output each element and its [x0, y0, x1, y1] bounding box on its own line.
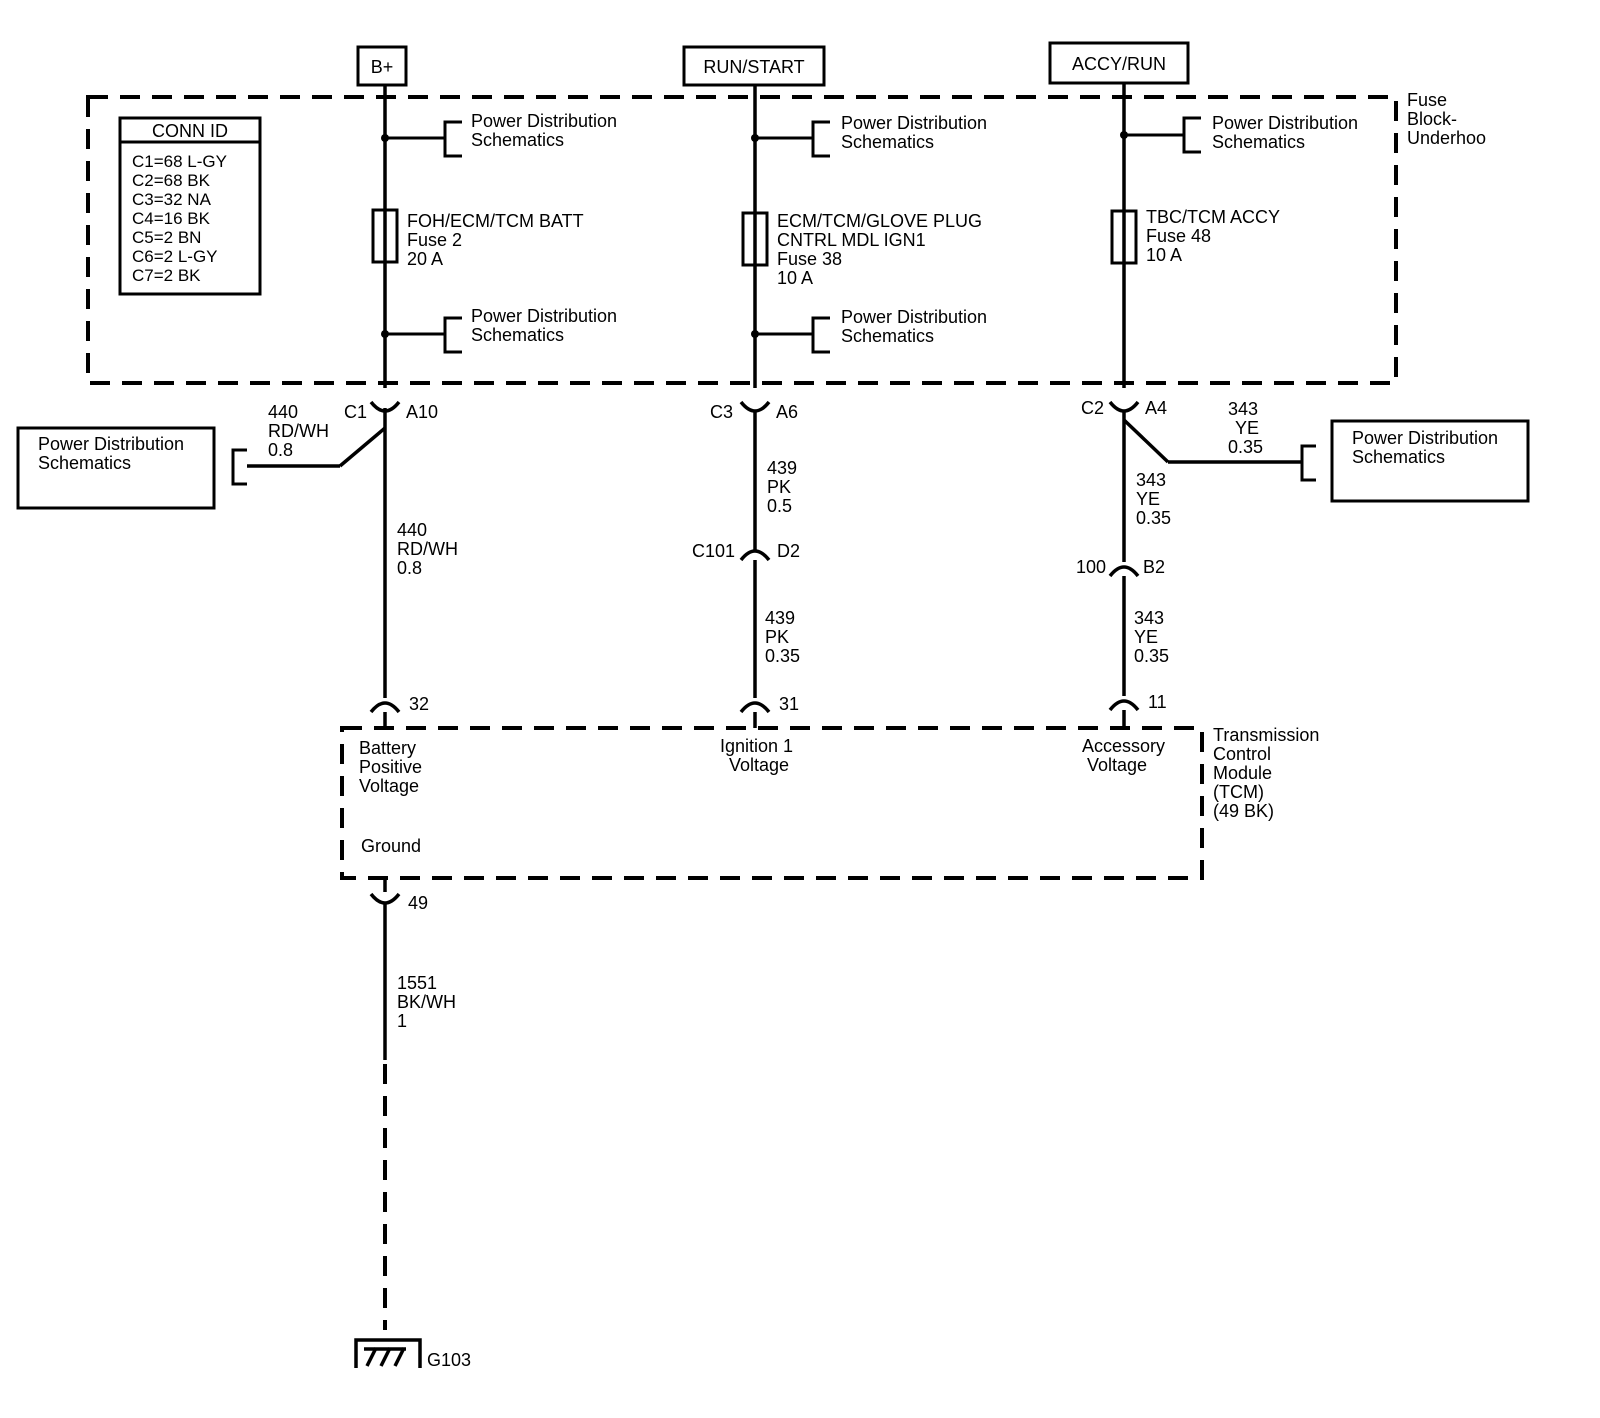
fuse-48-label: TBC/TCM ACCY Fuse 48 10 A [1146, 207, 1285, 265]
ground-circuit [369, 878, 401, 1330]
source-run-start: RUN/START [682, 45, 826, 87]
fuse-block-title: Fuse Block- Underhoo [1407, 90, 1486, 148]
terminal-label: 31 [779, 694, 799, 714]
fuse-2-label: FOH/ECM/TCM BATT Fuse 2 20 A [407, 211, 588, 269]
terminal-label: 49 [408, 893, 428, 913]
connector-label: 100 [1076, 557, 1106, 577]
tcm-accessory-voltage: Accessory Voltage [1082, 736, 1170, 775]
wire-343-upper-label: 343 YE 0.35 [1136, 470, 1171, 528]
wire-440-label: 440 RD/WH 0.8 [397, 520, 463, 578]
conn-id-table: CONN ID C1=68 L-GY C2=68 BK C3=32 NA C4=… [118, 116, 262, 296]
source-accy-run: ACCY/RUN [1048, 41, 1190, 85]
connector-c101-d2 [739, 549, 771, 698]
connector-label: C101 [692, 541, 735, 561]
connector-c2-a4 [1108, 400, 1530, 562]
connector-label: A10 [406, 402, 438, 422]
svg-text:ACCY/RUN: ACCY/RUN [1072, 54, 1166, 74]
wire-343-lower-label: 343 YE 0.35 [1134, 608, 1169, 666]
power-distribution-box-left [16, 426, 216, 510]
tcm-terminal-31 [739, 701, 771, 728]
tcm-title: Transmission Control Module (TCM) (49 BK… [1213, 725, 1324, 821]
connector-label: C2 [1081, 398, 1104, 418]
ref-power-distribution: Power Distribution Schematics [471, 111, 622, 150]
conn-id-row: C1=68 L-GY [132, 152, 227, 171]
tcm-outline [340, 726, 1204, 880]
tcm-battery-positive-voltage: Battery Positive Voltage [359, 738, 427, 796]
wire-439-lower-label: 439 PK 0.35 [765, 608, 800, 666]
ref-power-distribution-right: Power Distribution Schematics [1352, 428, 1503, 467]
svg-text:RUN/START: RUN/START [703, 57, 804, 77]
ref-power-distribution: Power Distribution Schematics [841, 307, 992, 346]
conn-id-header: CONN ID [152, 121, 228, 141]
ground-label: G103 [427, 1350, 471, 1370]
connector-100-b2 [1108, 565, 1140, 696]
conn-id-row: C7=2 BK [132, 266, 201, 285]
tcm-terminal-11 [1108, 699, 1140, 726]
power-distribution-box-right [1330, 419, 1530, 503]
tcm-ground: Ground [361, 836, 421, 856]
connector-label: C1 [344, 402, 367, 422]
ref-power-distribution: Power Distribution Schematics [841, 113, 992, 152]
connector-label: C3 [710, 402, 733, 422]
circuit-battery [371, 85, 462, 388]
conn-id-row: C2=68 BK [132, 171, 211, 190]
circuit-ignition [741, 85, 830, 388]
wire-1551-label: 1551 BK/WH 1 [397, 973, 461, 1031]
conn-id-row: C4=16 BK [132, 209, 211, 228]
conn-id-row: C6=2 L-GY [132, 247, 218, 266]
circuit-accessory [1110, 83, 1201, 388]
ground-symbol-g103 [354, 1338, 422, 1368]
ref-power-distribution: Power Distribution Schematics [1212, 113, 1363, 152]
wire-440-splice-label: 440 RD/WH 0.8 [268, 402, 334, 460]
source-b-plus: B+ [356, 45, 408, 87]
connector-label: D2 [777, 541, 800, 561]
tcm-ignition-1-voltage: Ignition 1 Voltage [720, 736, 798, 775]
connector-label: A6 [776, 402, 798, 422]
tcm-terminal-32 [369, 701, 401, 728]
battery-splice-branch [16, 408, 387, 698]
ref-power-distribution: Power Distribution Schematics [471, 306, 622, 345]
terminal-label: 32 [409, 694, 429, 714]
fuse-38-label: ECM/TCM/GLOVE PLUG CNTRL MDL IGN1 Fuse 3… [777, 211, 987, 288]
ref-power-distribution-left: Power Distribution Schematics [38, 434, 189, 473]
conn-id-row: C5=2 BN [132, 228, 201, 247]
connector-c3-a6 [739, 400, 771, 552]
svg-text:B+: B+ [371, 57, 394, 77]
connector-label: A4 [1145, 398, 1167, 418]
terminal-label: 11 [1148, 692, 1167, 712]
wire-439-upper-label: 439 PK 0.5 [767, 458, 802, 516]
conn-id-row: C3=32 NA [132, 190, 212, 209]
fuse-block-outline [86, 95, 1398, 385]
connector-label: B2 [1143, 557, 1165, 577]
wire-343-branch-label: 343 YE 0.35 [1228, 399, 1264, 457]
